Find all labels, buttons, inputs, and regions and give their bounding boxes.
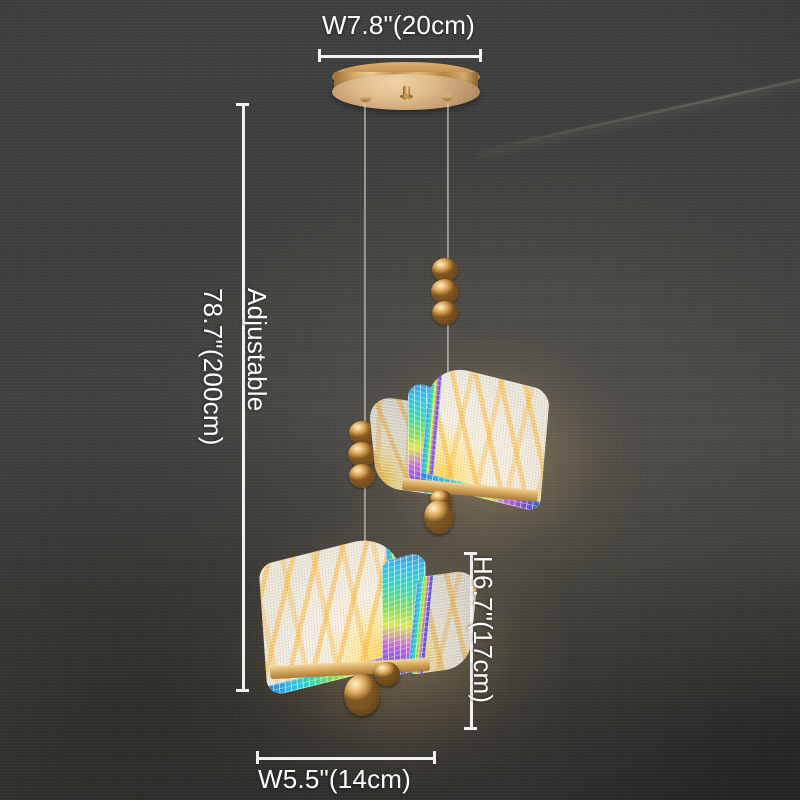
dimension-line-vertical-drop (242, 103, 245, 692)
suspension-cord-lower (364, 104, 366, 574)
dimension-cap-top (236, 103, 249, 106)
dimension-label-canopy-width: W7.8"(20cm) (322, 10, 476, 40)
bead (432, 301, 458, 325)
butterfly-tail-bead-lower (344, 674, 380, 716)
dimension-cap-bottom (464, 727, 477, 730)
cord-anchor-right (442, 95, 453, 101)
bead (348, 442, 376, 467)
dimension-line-horizontal-width (256, 757, 436, 760)
dimension-cap-top (464, 552, 477, 555)
bead (432, 258, 458, 282)
dimension-cap-left (318, 49, 321, 62)
butterfly-body-bead-lower (374, 662, 400, 686)
dimension-label-shade-height: H6.7"(17cm) (468, 556, 498, 704)
canopy-center-finial (400, 86, 413, 100)
dimension-label-drop-length: 78.7"(200cm) (198, 288, 228, 446)
dimension-line-vertical-height (470, 552, 473, 730)
butterfly-shade-lower (258, 530, 479, 734)
dimension-cap-right (433, 751, 436, 764)
dimension-cap-right (479, 49, 482, 62)
dimension-label-shade-width: W5.5"(14cm) (258, 764, 412, 794)
bead (431, 279, 459, 304)
butterfly-tail-bead-upper (424, 500, 454, 534)
suspension-cord-upper (447, 103, 449, 403)
dimension-label-adjustable: Adjustable (242, 288, 272, 412)
dimension-line-horizontal (318, 55, 482, 58)
butterfly-shade-upper (367, 361, 560, 542)
bead-cluster-lower (348, 421, 376, 488)
bead-cluster-upper (431, 258, 459, 325)
ceiling-canopy (332, 62, 480, 114)
dimension-cap-bottom (236, 689, 249, 692)
bead (349, 464, 375, 488)
cord-anchor-left (360, 96, 371, 102)
dimension-cap-left (256, 751, 259, 764)
